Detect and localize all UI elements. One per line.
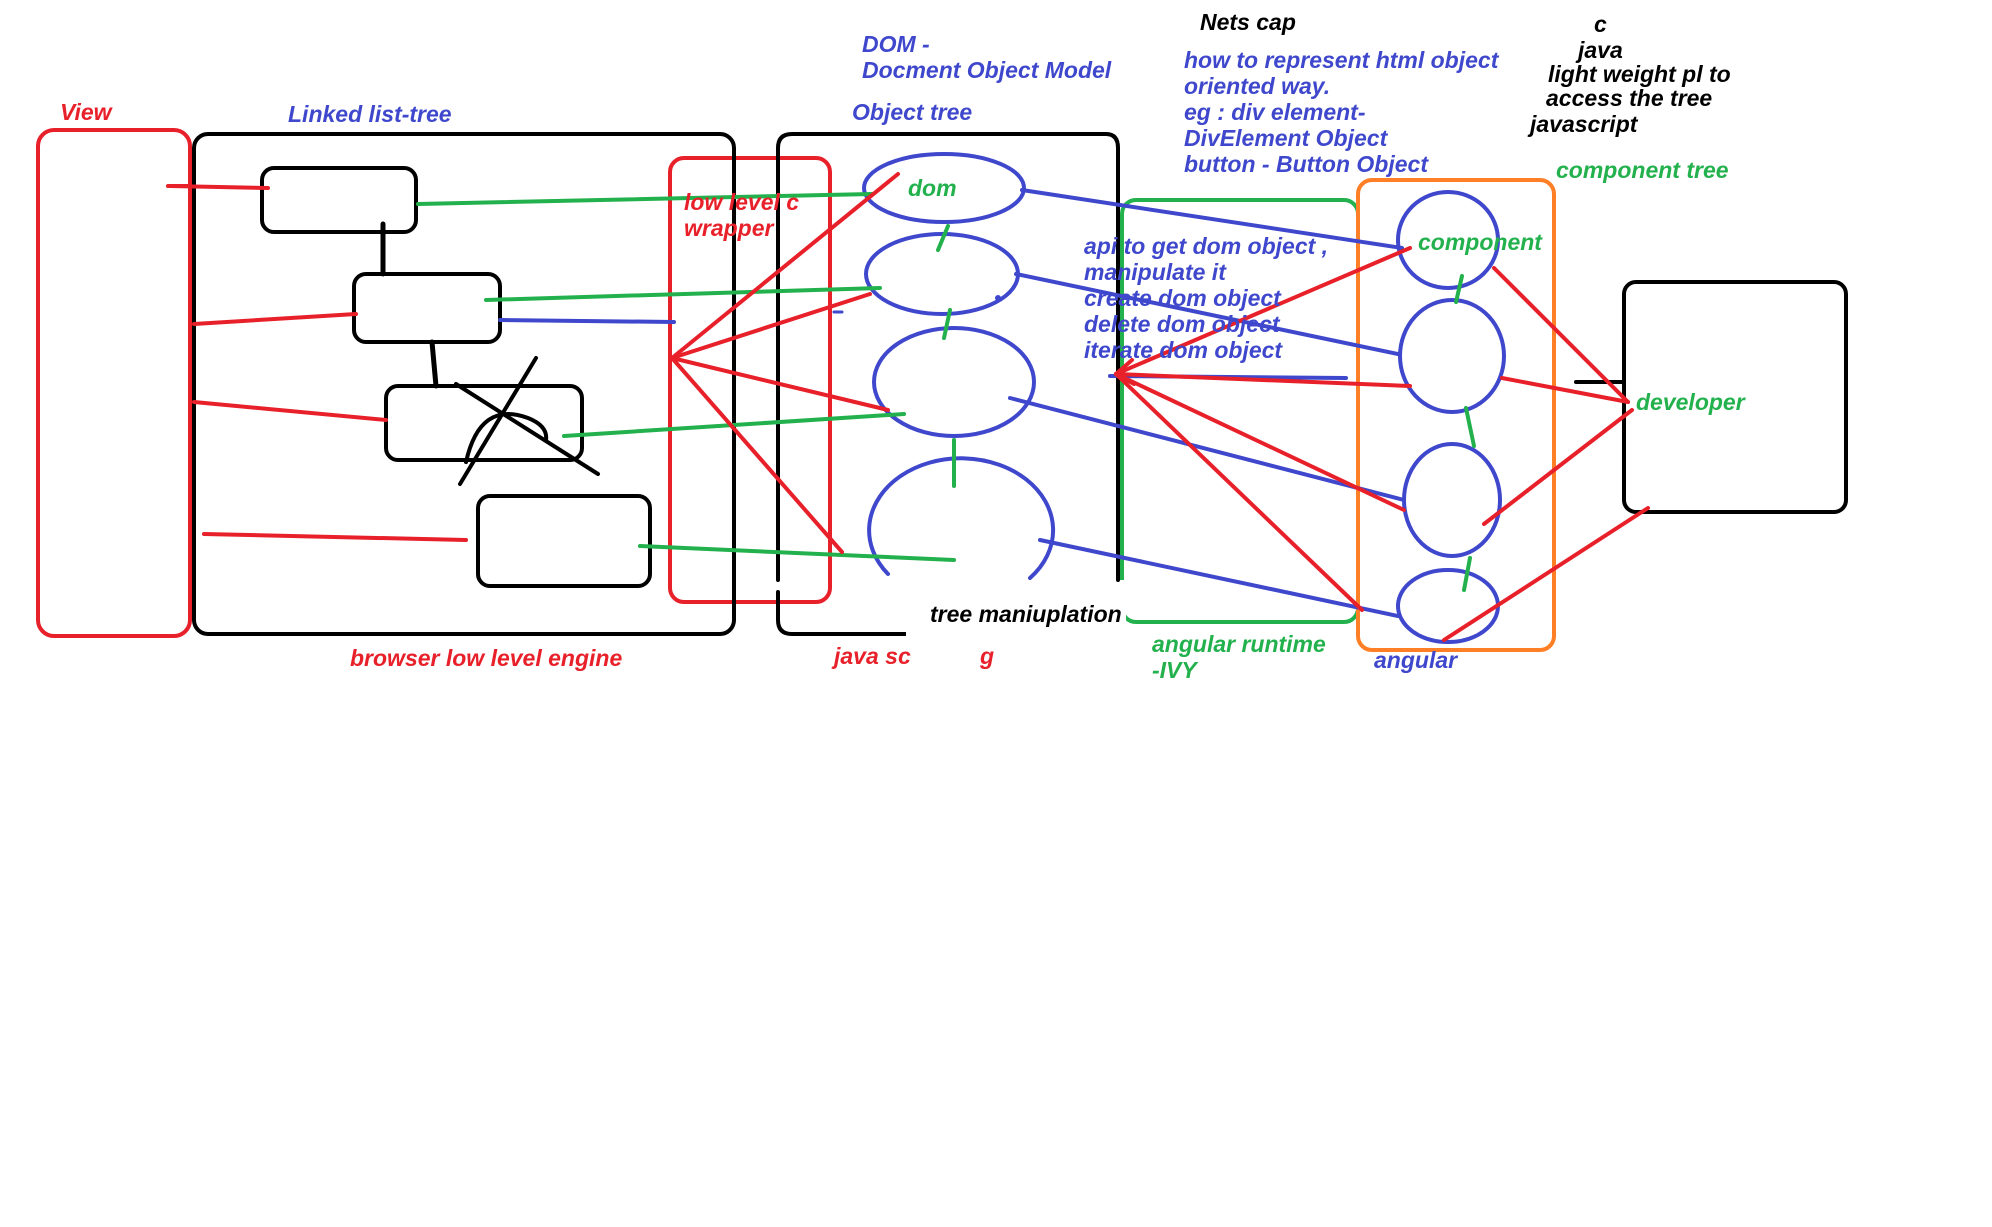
linked-list-node-2 [352,272,502,344]
dev-comp-link-4 [1442,506,1650,642]
view-link-4 [202,532,468,542]
c-wrapper-label-1: low level c [684,189,799,215]
blue-dot [995,295,1001,301]
browser-engine-box [192,132,736,636]
html-object-2: oriented way. [1184,73,1330,99]
linked-list-node-4 [476,494,652,588]
cross-out-stroke-2 [458,356,538,486]
wrapper-fan-4 [670,356,844,554]
linked-list-link-2 [429,339,439,389]
java-scripting-tail: g [979,643,994,669]
dom-node-label: dom [908,175,957,201]
linked-list-node-1 [260,166,418,234]
html-object-1: how to represent html object [1184,47,1500,73]
linked-list-tree-label: Linked list-tree [288,101,452,127]
runtime-arrow-head-2 [1114,372,1136,386]
view-link-1 [168,184,270,190]
component-link-2 [1464,406,1476,448]
dev-comp-link-1 [1492,266,1630,404]
component-link-3 [1462,556,1472,592]
view-box [36,128,192,638]
api-label-1: api to get dom object , [1084,233,1328,259]
dom-node-4 [867,456,1056,580]
component-node-4 [1396,568,1500,644]
wrapper-fan-2 [670,292,872,360]
ll-dom-link-4 [638,544,956,562]
c-wrapper-box [668,156,832,604]
component-node-3 [1402,442,1502,558]
dom-comp-link-3 [1008,396,1406,502]
dom-comp-link-4 [1038,538,1400,618]
component-node-label: component [1418,229,1543,255]
dom-title-2: Docment Object Model [862,57,1112,83]
object-tree-box-bottom [776,594,908,636]
languages-label-5: javascript [1527,111,1639,137]
api-label-4: delete dom object [1084,311,1281,337]
ll-dom-link-3 [562,412,906,438]
developer-label: developer [1636,389,1746,415]
view-label: View [60,99,114,125]
html-object-5: button - Button Object [1184,151,1429,177]
component-tree-label: component tree [1556,157,1729,183]
dom-link-2 [942,308,952,340]
component-node-2 [1398,298,1506,414]
dom-comp-link-1 [1020,188,1404,250]
api-label-2: manipulate it [1084,259,1227,285]
ll-dom-link-2 [484,286,882,302]
languages-label-2: java [1575,37,1623,63]
comp-runtime-link-1 [1114,246,1412,376]
label-mask [906,580,1126,670]
dev-comp-link-3 [1482,408,1634,526]
languages-label-4: access the tree [1546,85,1712,111]
linked-list-node-3 [384,384,584,462]
component-node-1 [1396,190,1500,290]
comp-runtime-link-2 [1114,372,1412,388]
dom-title-1: DOM - [862,31,930,57]
comp-runtime-link-4 [1114,372,1364,612]
html-object-3: eg : div element- [1184,99,1365,125]
api-label-5: iterate dom object [1084,337,1283,363]
view-link-2 [192,312,358,326]
dom-node-1 [862,152,1026,224]
languages-label-3: light weight pl to [1548,61,1731,87]
dom-link-1 [936,224,950,252]
angular-box [1356,178,1556,652]
view-link-3 [192,400,388,422]
languages-label-1: c [1594,11,1607,37]
cross-out-stroke-1 [454,382,600,476]
c-wrapper-label-2: wrapper [684,215,775,241]
cross-out-stroke-3 [464,412,549,464]
component-link-1 [1454,274,1464,304]
wrapper-fan-1 [670,172,900,360]
html-object-4: DivElement Object [1184,125,1389,151]
tree-manipulation-label: tree maniuplation [930,601,1122,627]
nets-cap-label: Nets cap [1200,9,1296,35]
object-tree-label: Object tree [852,99,972,125]
dev-comp-link-2 [1500,376,1630,404]
runtime-arrow-head-1 [1114,358,1134,376]
java-scripting-label: java sc [831,643,911,669]
dom-node-2 [864,232,1020,316]
comp-runtime-link-3 [1114,372,1406,512]
ll-dom-link-1 [416,192,874,206]
angular-label: angular [1374,647,1458,673]
angular-runtime-label-2: -IVY [1152,657,1199,683]
dom-comp-link-2 [1014,272,1400,356]
dom-node-3 [872,326,1036,438]
object-tree-box [776,132,1120,582]
browser-engine-label: browser low level engine [350,645,622,671]
angular-runtime-label-1: angular runtime [1152,631,1326,657]
wrapper-fan-3 [670,356,890,412]
api-label-3: create dom object [1084,285,1282,311]
ll-wrapper-blue-link [498,318,676,324]
